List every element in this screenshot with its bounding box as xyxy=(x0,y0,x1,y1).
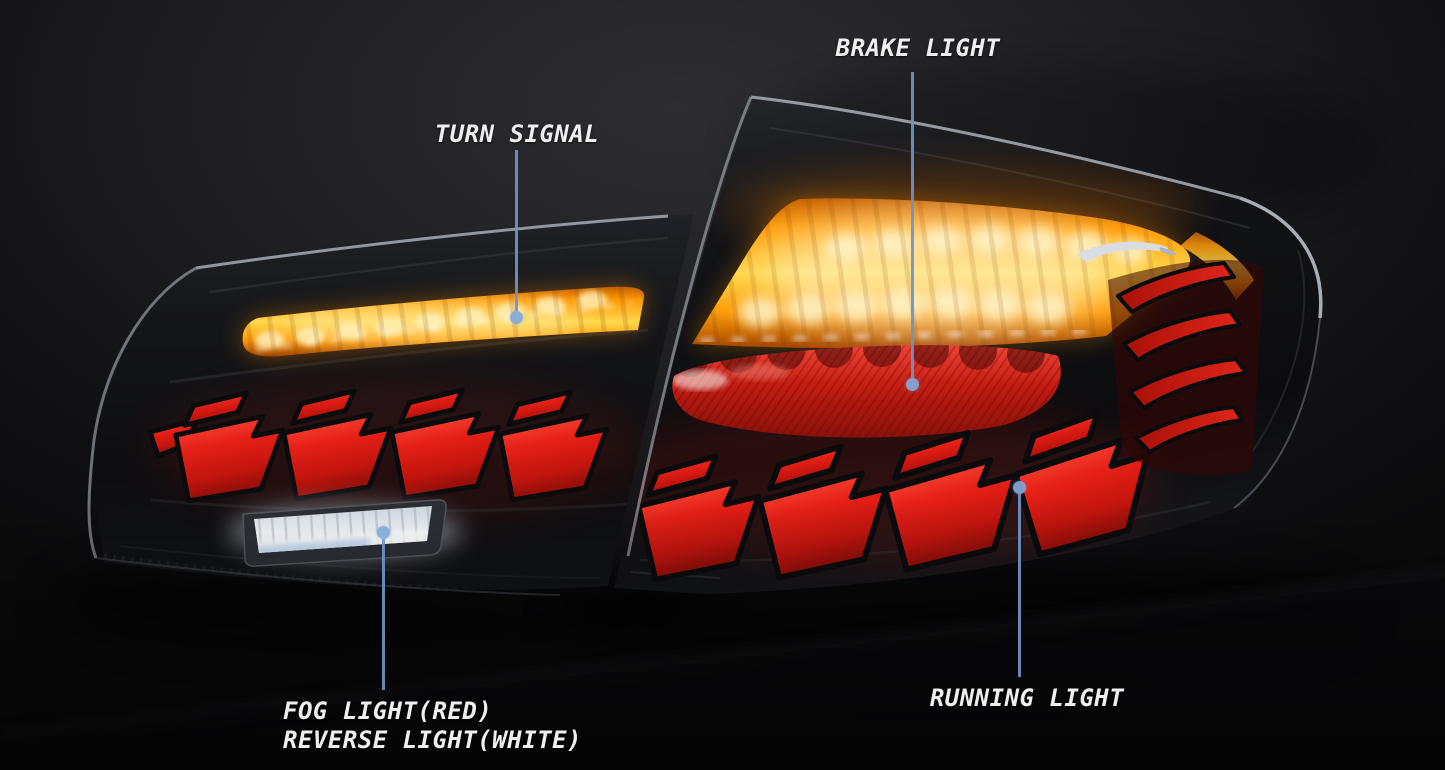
right-side-scales xyxy=(1108,259,1264,476)
left-running-light-scales xyxy=(147,380,650,520)
bottom-vignette xyxy=(0,500,1445,770)
chrome-accent xyxy=(1076,241,1177,262)
right-turn-signal-panel xyxy=(692,168,1254,349)
right-tail-lamp xyxy=(614,95,1323,594)
